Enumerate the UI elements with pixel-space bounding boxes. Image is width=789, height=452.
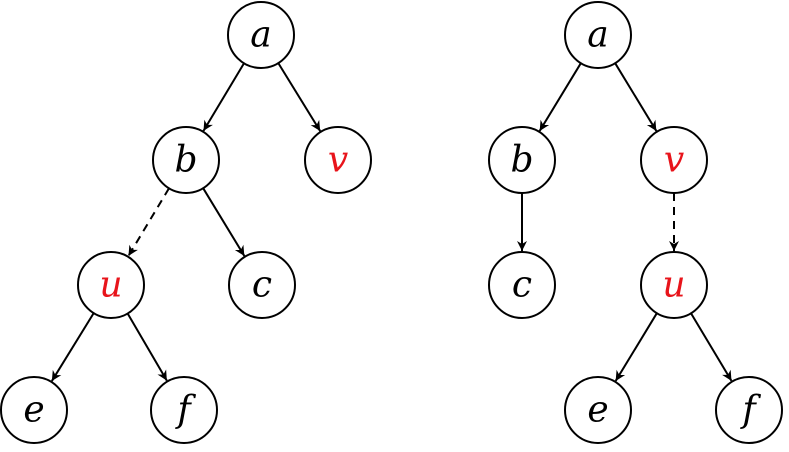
node-circle [488,126,556,194]
node-label: c [252,265,272,306]
node-left-f: f [150,376,218,444]
node-circle [564,1,632,69]
node-left-e: e [0,376,68,444]
node-circle [304,126,372,194]
node-right-a: a [564,1,632,69]
node-right-v: v [640,126,708,194]
edge-left-b-u [127,187,170,257]
node-circle [227,1,295,69]
node-circle [0,376,68,444]
node-right-f: f [715,376,783,444]
node-left-b: b [152,126,220,194]
node-label: a [587,15,608,56]
node-circle [564,376,632,444]
edge-left-a-b [202,62,245,132]
node-label: v [328,140,348,181]
tree-left: a b v u c e f [0,1,372,444]
edge-left-u-f [126,312,168,382]
node-circle [640,126,708,194]
node-left-c: c [228,251,296,319]
node-left-u: u [77,251,145,319]
node-left-v: v [304,126,372,194]
edge-right-u-e [614,312,658,382]
node-left-a: a [227,1,295,69]
edge-right-a-b [538,62,582,132]
node-label: b [174,140,197,181]
edge-right-u-f [690,312,733,382]
node-label: e [23,390,44,431]
node-right-c: c [488,251,556,319]
node-right-e: e [564,376,632,444]
node-label: e [587,390,608,431]
node-label: a [250,15,271,56]
node-right-u: u [640,251,708,319]
tree-right: a b v c u e f [488,1,783,444]
node-circle [150,376,218,444]
node-circle [640,251,708,319]
edge-left-a-v [277,62,322,132]
node-circle [77,251,145,319]
node-circle [488,251,556,319]
node-circle [228,251,296,319]
node-label: b [510,140,533,181]
node-right-b: b [488,126,556,194]
node-label: u [662,265,685,306]
edge-left-u-e [50,312,95,382]
node-circle [152,126,220,194]
node-label: v [664,140,684,181]
node-label: c [512,265,532,306]
node-label: u [99,265,122,306]
edge-left-b-c [202,187,246,257]
edge-right-a-v [614,62,658,132]
node-circle [715,376,783,444]
